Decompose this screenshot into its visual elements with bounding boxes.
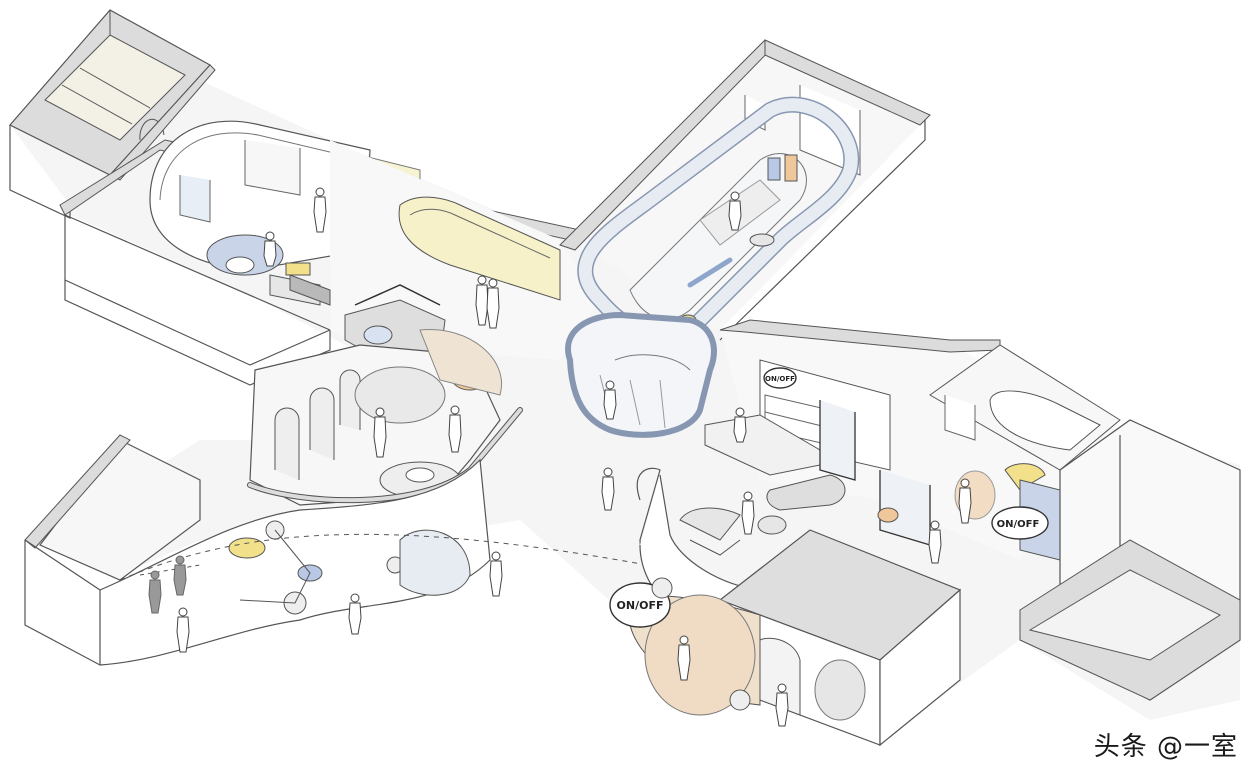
restroom-block bbox=[9, 9, 211, 219]
right-wing: ON/OFF ON/OFF bbox=[704, 319, 1241, 701]
person-figure bbox=[486, 278, 500, 329]
person-figure bbox=[928, 520, 942, 564]
person-figure bbox=[603, 380, 617, 420]
wall-silhouette bbox=[173, 555, 187, 596]
sign-bottom-text: ON/OFF bbox=[617, 599, 664, 612]
person-figure bbox=[475, 275, 489, 326]
person-figure bbox=[677, 635, 691, 681]
person-figure bbox=[601, 467, 615, 511]
person-figure bbox=[489, 551, 503, 597]
person-figure bbox=[448, 405, 462, 453]
person-figure bbox=[741, 491, 755, 535]
person-figure bbox=[728, 191, 742, 231]
person-figure bbox=[348, 593, 362, 635]
person-figure bbox=[373, 407, 387, 458]
person-figure bbox=[313, 187, 327, 233]
wall-silhouette bbox=[148, 570, 162, 614]
sign-right-text: ON/OFF bbox=[997, 519, 1040, 530]
watermark-text: 头条 @一室 bbox=[1093, 732, 1238, 762]
human-figures bbox=[148, 187, 972, 727]
person-figure bbox=[733, 407, 747, 443]
person-figure bbox=[263, 231, 277, 267]
bottom-center-room: ON/OFF bbox=[609, 467, 962, 747]
person-figure bbox=[775, 683, 789, 727]
person-figure bbox=[958, 478, 972, 524]
sign-upper-text: ON/OFF bbox=[765, 375, 795, 383]
person-figure bbox=[176, 607, 190, 653]
